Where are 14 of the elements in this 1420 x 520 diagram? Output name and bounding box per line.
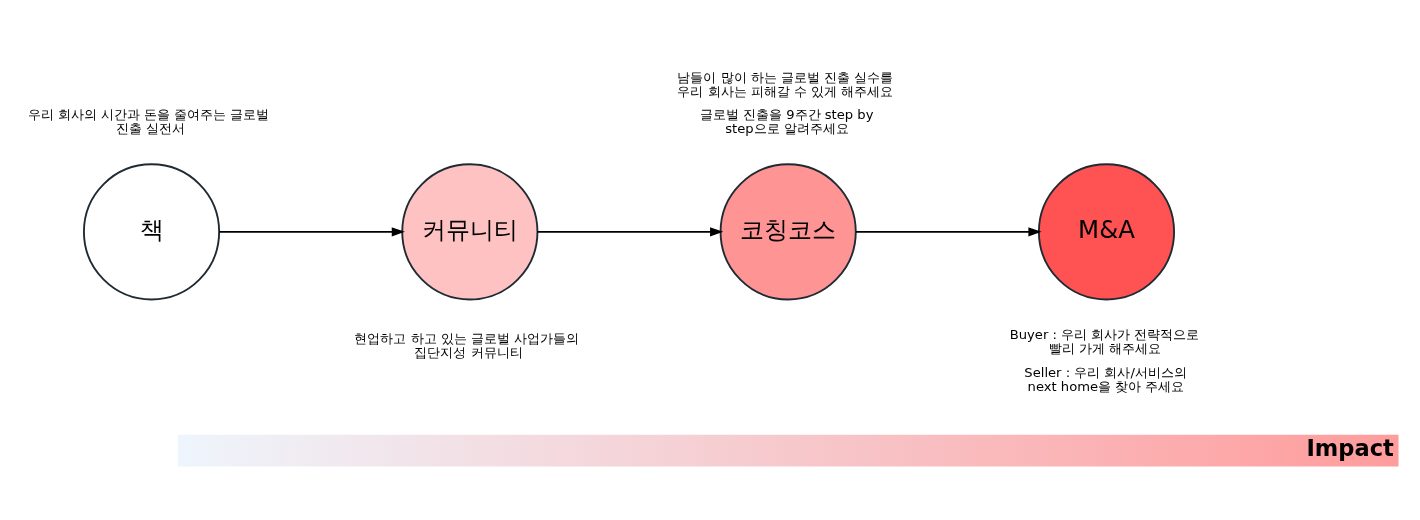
node-label: 현업하고 하고 있는 글로벌 사업가들의 집단지성 커뮤니티 xyxy=(354,330,580,360)
node-label: Buyer : 우리 회사가 전략적으로 빨리 가게 해주세요 xyxy=(1009,326,1200,356)
node-circle: 커뮤니티 xyxy=(401,162,539,300)
node-circle: M&A xyxy=(1037,162,1176,300)
node-label: 글로벌 진출을 9주간 step by step으로 알려주세요 xyxy=(699,106,874,136)
node-label: Seller : 우리 회사/서비스의 next home을 찾아 주세요 xyxy=(1024,364,1187,394)
node-circle: 코칭코스 xyxy=(719,162,857,300)
node-label: 우리 회사의 시간과 돈을 줄여주는 글로벌 진출 실전서 xyxy=(27,106,270,136)
node-label: 남들이 많이 하는 글로벌 진출 실수를 우리 회사는 피해갈 수 있게 해주세요 xyxy=(677,69,894,99)
arrow xyxy=(536,226,724,236)
arrow xyxy=(218,226,405,236)
arrow xyxy=(855,226,1042,236)
node-circle: 책 xyxy=(83,162,221,300)
label: Impact xyxy=(1306,434,1394,461)
